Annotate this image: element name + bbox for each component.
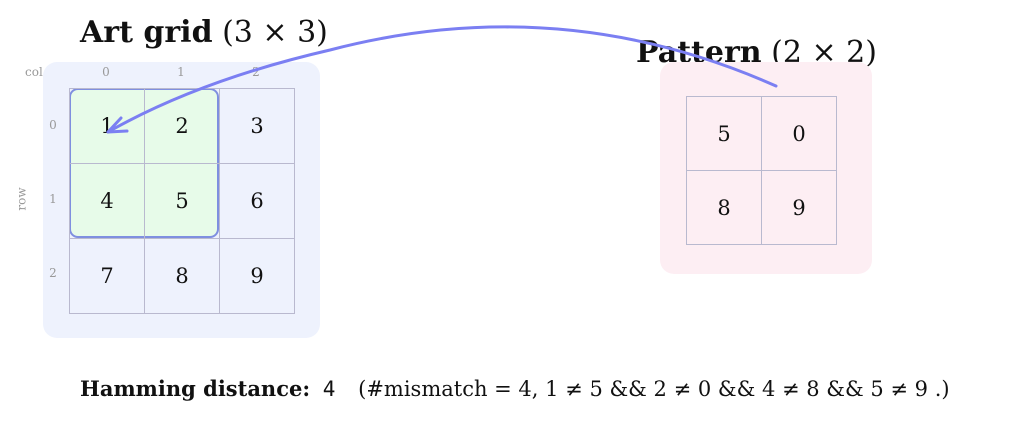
pattern-grid: 5 0 8 9 [686,96,837,245]
art-cell-2-1: 8 [144,238,220,314]
art-cell-1-2: 6 [219,163,295,239]
art-cell-0-2: 3 [219,88,295,164]
pattern-cell-1-0: 8 [686,170,762,245]
col-label-1: 1 [177,65,185,79]
pattern-grid-row: 5 0 [686,96,837,171]
art-grid-title-dims: (3 × 3) [222,15,328,50]
row-label-2: 2 [49,266,57,280]
hamming-value: 4 [322,377,336,401]
art-cell-1-1: 5 [144,163,220,239]
art-grid-row: 1 2 3 [69,88,295,164]
pattern-grid-row: 8 9 [686,170,837,245]
col-label-0: 0 [102,65,110,79]
row-axis-title: row [14,187,29,211]
art-cell-1-0: 4 [69,163,145,239]
row-label-0: 0 [49,118,57,132]
pattern-cell-1-1: 9 [761,170,837,245]
pattern-cell-0-0: 5 [686,96,762,171]
hamming-detail: (#mismatch = 4, 1 ≠ 5 && 2 ≠ 0 && 4 ≠ 8 … [358,377,950,401]
art-cell-2-0: 7 [69,238,145,314]
art-grid-row: 4 5 6 [69,163,295,239]
hamming-label: Hamming distance: [80,376,311,401]
art-grid-title: Art grid (3 × 3) [80,18,328,48]
pattern-cell-0-1: 0 [761,96,837,171]
col-axis-title: col [25,65,43,79]
hamming-result: Hamming distance: 4 (#mismatch = 4, 1 ≠ … [80,376,950,401]
art-grid-row: 7 8 9 [69,238,295,314]
art-cell-0-0: 1 [69,88,145,164]
row-label-1: 1 [49,192,57,206]
art-cell-0-1: 2 [144,88,220,164]
art-grid: 1 2 3 4 5 6 7 8 9 [69,88,295,314]
art-cell-2-2: 9 [219,238,295,314]
col-label-2: 2 [252,65,260,79]
art-grid-title-text: Art grid [80,15,213,50]
